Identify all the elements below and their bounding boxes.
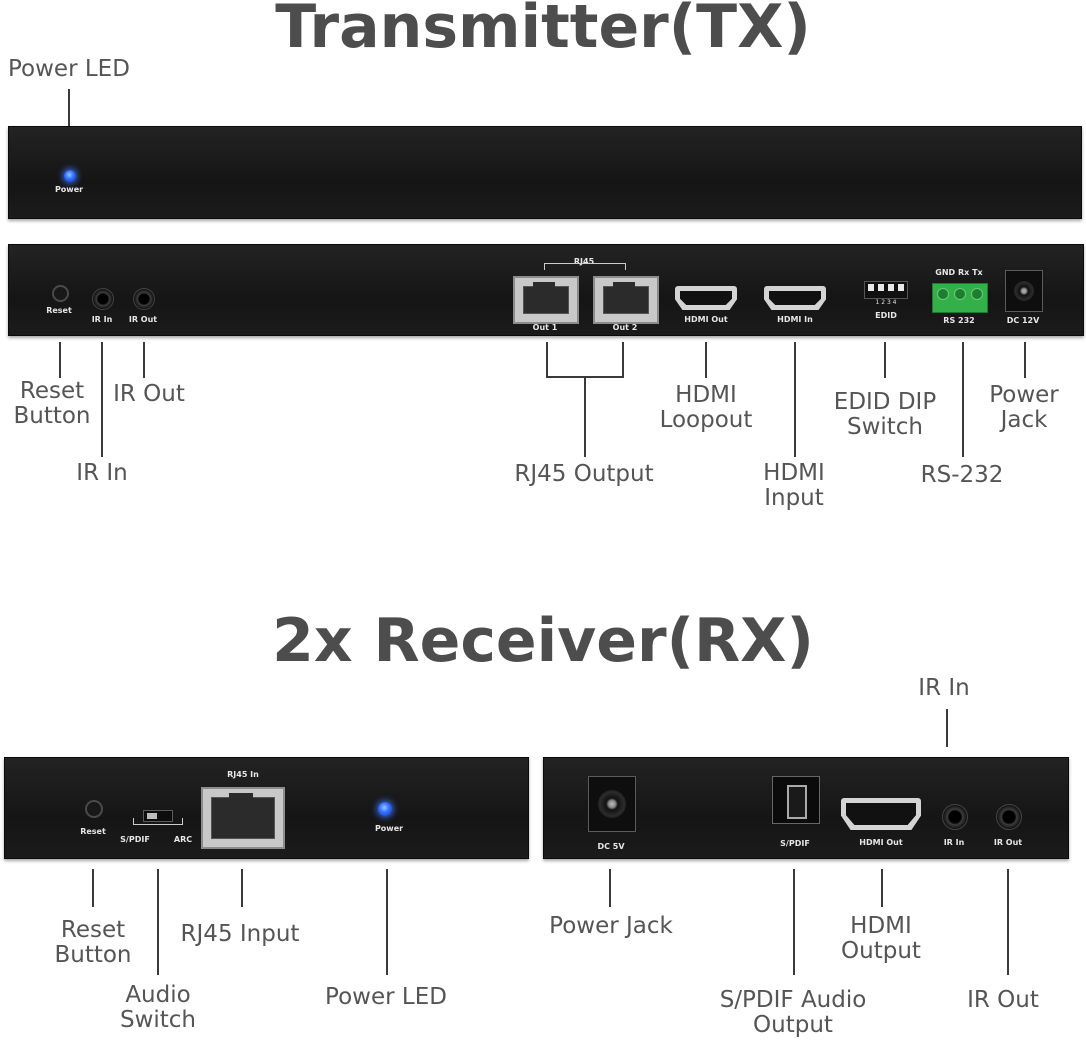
tx-hdmi-out-port-icon[interactable] [675, 286, 737, 310]
rx-leader-spdif [793, 869, 795, 975]
tx-rs232-pins-label: GND Rx Tx [935, 268, 983, 277]
rx-dc-power-jack-icon[interactable] [588, 776, 636, 832]
rx-leader-power-led [386, 869, 388, 975]
tx-ir-out-label: IR Out [128, 315, 158, 324]
rx-leader-reset [92, 869, 94, 907]
tx-leader-ir-out [143, 342, 145, 378]
tx-rj45-out1-port-icon[interactable] [513, 276, 579, 324]
rx-hdmi-out-port-icon[interactable] [841, 798, 921, 830]
tx-rj45-out2-port-icon[interactable] [593, 276, 659, 324]
tx-reset-label: Reset [46, 306, 72, 315]
tx-edid-dip-switch-icon[interactable] [864, 281, 908, 299]
tx-callout-ir-out: IR Out [113, 381, 185, 407]
rx-leader-rj45-input [241, 869, 243, 907]
rx-leader-audio-switch [157, 869, 159, 975]
rx-callout-audio-switch: Audio Switch [119, 982, 197, 1033]
tx-leader-reset [59, 342, 61, 378]
tx-callout-rj45-output: RJ45 Output [514, 461, 654, 487]
rx-ir-in-label: IR In [943, 838, 965, 847]
tx-rj45-label: RJ45 [573, 257, 595, 266]
tx-leader-rs232 [962, 342, 964, 457]
rx-dc-label: DC 5V [597, 842, 625, 851]
rx-callout-hdmi-output: HDMI Output [841, 913, 921, 964]
tx-dc-label: DC 12V [1006, 316, 1040, 325]
rx-rj45-in-port-icon[interactable] [201, 787, 285, 849]
tx-leader-ir-in [101, 342, 103, 457]
tx-callout-rs232: RS-232 [920, 462, 1004, 488]
rx-front-panel: Reset S/PDIF ARC RJ45 In Power [4, 757, 529, 859]
tx-rs232-label: RS 232 [943, 316, 975, 325]
tx-out1-label: Out 1 [532, 323, 558, 332]
tx-edid-label: EDID [875, 311, 897, 320]
tx-rs232-terminal-icon[interactable] [932, 283, 988, 313]
tx-leader-rj45-left [546, 342, 548, 378]
tx-leader-rj45-right [622, 342, 624, 378]
tx-leader-rj45-stem [584, 376, 586, 457]
rx-callout-ir-in: IR In [918, 675, 970, 701]
rx-callout-ir-out: IR Out [967, 987, 1039, 1013]
tx-callout-ir-in: IR In [76, 460, 128, 486]
tx-hdmi-in-label: HDMI In [777, 315, 813, 324]
rx-leader-ir-in [946, 709, 948, 747]
rx-callout-spdif-output: S/PDIF Audio Output [719, 987, 867, 1038]
rx-ir-out-jack-icon[interactable] [996, 804, 1022, 830]
tx-ir-out-jack-icon[interactable] [133, 288, 155, 310]
tx-callout-reset-button: Reset Button [13, 378, 91, 429]
tx-callout-power-jack: Power Jack [989, 382, 1059, 433]
tx-out2-label: Out 2 [612, 323, 638, 332]
tx-hdmi-in-port-icon[interactable] [764, 286, 826, 310]
tx-dc-power-jack-icon[interactable] [1005, 270, 1043, 312]
rx-spdif-port-label: S/PDIF [780, 839, 810, 848]
tx-callout-power-led: Power LED [8, 56, 130, 82]
rx-audio-switch-icon[interactable] [143, 810, 173, 822]
rx-callout-power-led: Power LED [325, 984, 447, 1010]
tx-callout-hdmi-input: HDMI Input [763, 460, 825, 511]
rx-rj45-in-label: RJ45 In [227, 770, 259, 779]
rx-arc-label: ARC [173, 835, 193, 844]
rx-hdmi-out-label: HDMI Out [859, 838, 903, 847]
rx-audio-switch-bracket [133, 818, 183, 825]
rx-reset-button-icon[interactable] [85, 800, 103, 818]
tx-rj45-bracket [544, 263, 626, 270]
tx-front-panel: Power [8, 126, 1082, 219]
rx-power-label: Power [374, 824, 404, 833]
tx-leader-power-led [68, 89, 70, 127]
tx-rear-panel: Reset IR In IR Out RJ45 Out 1 Out 2 HDMI… [8, 244, 1084, 336]
tx-ir-in-jack-icon[interactable] [92, 288, 114, 310]
tx-leader-edid [884, 342, 886, 378]
tx-callout-edid-dip: EDID DIP Switch [833, 389, 937, 440]
rx-leader-hdmi-output [881, 869, 883, 907]
rx-leader-power-jack [609, 869, 611, 907]
tx-leader-power-jack [1024, 342, 1026, 378]
tx-power-led-icon [64, 170, 76, 182]
rx-leader-ir-out [1007, 869, 1009, 975]
rx-spdif-label: S/PDIF [120, 835, 150, 844]
rx-callout-power-jack: Power Jack [549, 913, 673, 939]
rx-title: 2x Receiver(RX) [272, 606, 814, 676]
rx-rear-panel: DC 5V S/PDIF HDMI Out IR In IR Out [543, 757, 1069, 859]
rx-reset-label: Reset [80, 827, 106, 836]
tx-leader-hdmi-input [794, 342, 796, 457]
rx-callout-reset-button: Reset Button [54, 917, 132, 968]
tx-leader-hdmi-loopout [705, 342, 707, 378]
tx-front-power-label: Power [54, 185, 84, 194]
rx-callout-rj45-input: RJ45 Input [180, 921, 300, 947]
rx-power-led-icon [378, 802, 392, 816]
tx-ir-in-label: IR In [91, 315, 113, 324]
rx-ir-in-jack-icon[interactable] [942, 804, 968, 830]
rx-ir-out-label: IR Out [993, 838, 1023, 847]
tx-reset-button-icon[interactable] [52, 285, 69, 302]
tx-hdmi-out-label: HDMI Out [684, 315, 728, 324]
tx-title: Transmitter(TX) [275, 0, 811, 62]
tx-dip-numbers: 1 2 3 4 [875, 299, 897, 306]
rx-spdif-optical-port-icon[interactable] [772, 776, 820, 824]
tx-callout-hdmi-loopout: HDMI Loopout [659, 382, 753, 433]
